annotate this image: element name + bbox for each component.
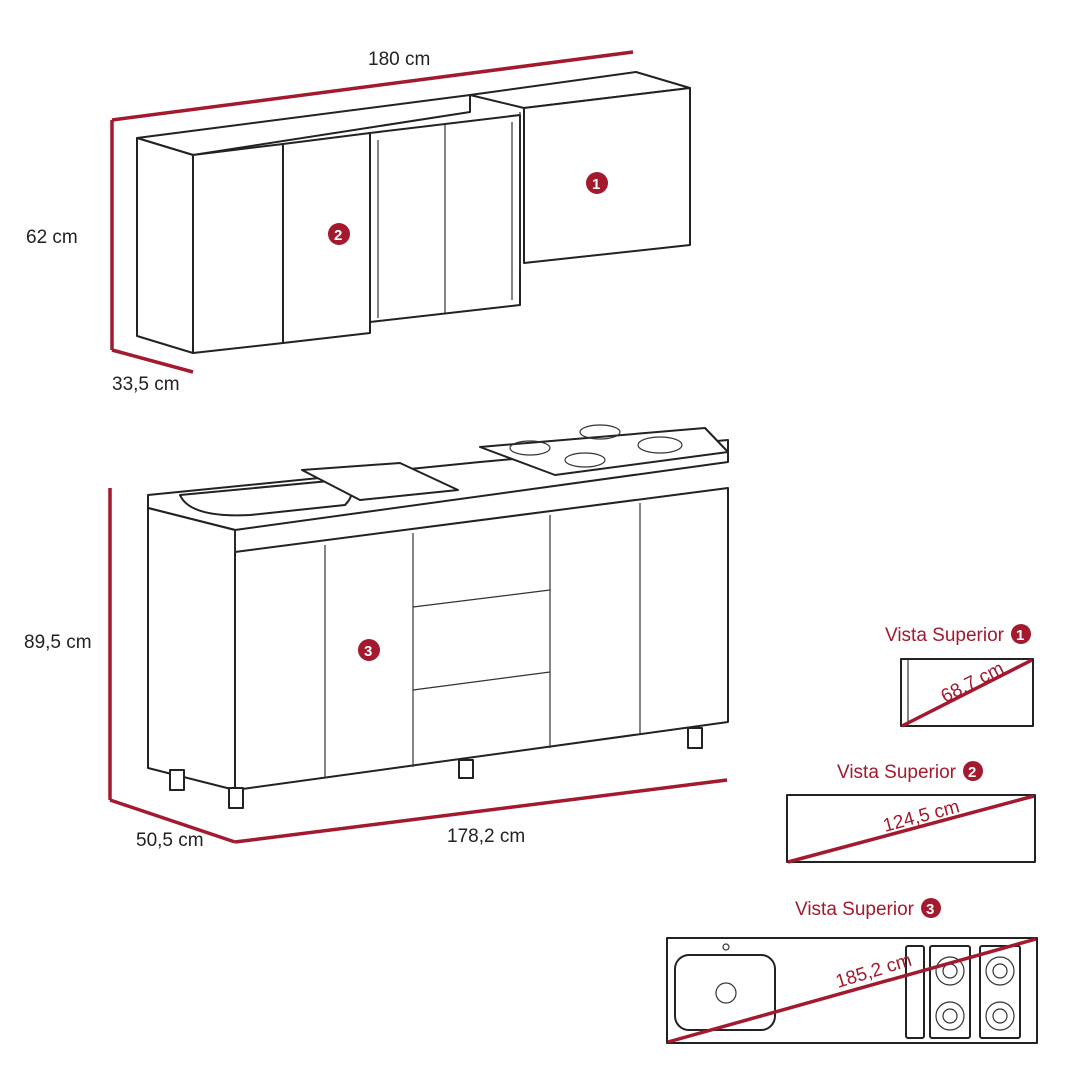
lower-depth-line [109, 798, 236, 844]
badge-1: 1 [586, 172, 608, 194]
stovetop [479, 427, 729, 476]
upper-height-label: 62 cm [26, 227, 78, 248]
badge-2: 2 [328, 223, 350, 245]
upper-width-line [111, 50, 634, 122]
svg-text:2: 2 [334, 227, 342, 244]
upper-cabinet-right [469, 71, 691, 270]
top-view-2: Vista Superior 2 124,5 cm [786, 761, 1036, 864]
svg-text:1: 1 [592, 176, 600, 193]
svg-text:1: 1 [1016, 627, 1024, 644]
lower-height-label: 89,5 cm [24, 632, 92, 653]
lower-width-line [234, 778, 728, 844]
lower-cabinet [147, 424, 729, 809]
top-view-3-title: Vista Superior [795, 899, 915, 920]
control-panel [905, 945, 925, 1039]
top-view-2-title: Vista Superior [837, 762, 957, 783]
upper-width-label: 180 cm [368, 49, 430, 70]
upper-depth-line [111, 348, 194, 374]
svg-text:3: 3 [364, 643, 372, 660]
top-view-1: Vista Superior 1 68,7 cm [885, 624, 1034, 728]
badge-3: 3 [358, 639, 380, 661]
sink-top [674, 954, 776, 1031]
burner-icon [509, 424, 683, 468]
svg-text:3: 3 [926, 901, 934, 918]
top-view-1-title: Vista Superior [885, 625, 1005, 646]
lower-depth-label: 50,5 cm [136, 830, 204, 851]
top-view-3: Vista Superior 3 185,2 cm [666, 898, 1038, 1044]
upper-cabinet-left [136, 94, 521, 354]
svg-text:2: 2 [968, 764, 976, 781]
drainboard [301, 462, 459, 501]
lower-width-label: 178,2 cm [447, 826, 525, 847]
upper-depth-label: 33,5 cm [112, 374, 180, 395]
